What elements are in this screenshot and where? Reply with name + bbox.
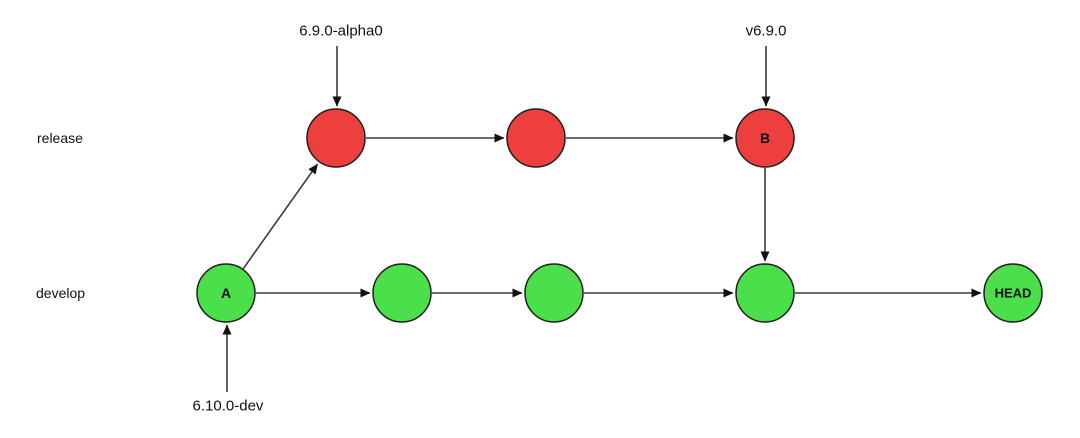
commit-node-r3 bbox=[735, 108, 795, 168]
commit-node-r1 bbox=[306, 108, 366, 168]
tag-label-d1: 6.10.0-dev bbox=[193, 398, 264, 415]
commit-label-r3: B bbox=[760, 130, 770, 146]
branch-label-develop: develop bbox=[36, 285, 85, 301]
commit-edge-d1-r1 bbox=[242, 163, 319, 269]
commit-node-d2 bbox=[372, 263, 432, 323]
tag-label-r1: 6.9.0-alpha0 bbox=[299, 23, 382, 40]
commit-node-d1 bbox=[196, 263, 256, 323]
branch-label-release: release bbox=[37, 130, 83, 146]
tag-label-r3: v6.9.0 bbox=[746, 23, 787, 40]
commit-node-d5 bbox=[983, 263, 1043, 323]
commit-node-d3 bbox=[524, 263, 584, 323]
commit-node-r2 bbox=[506, 108, 566, 168]
commit-label-d5: HEAD bbox=[995, 286, 1032, 301]
commit-node-d4 bbox=[735, 263, 795, 323]
commit-label-d1: A bbox=[221, 285, 231, 301]
